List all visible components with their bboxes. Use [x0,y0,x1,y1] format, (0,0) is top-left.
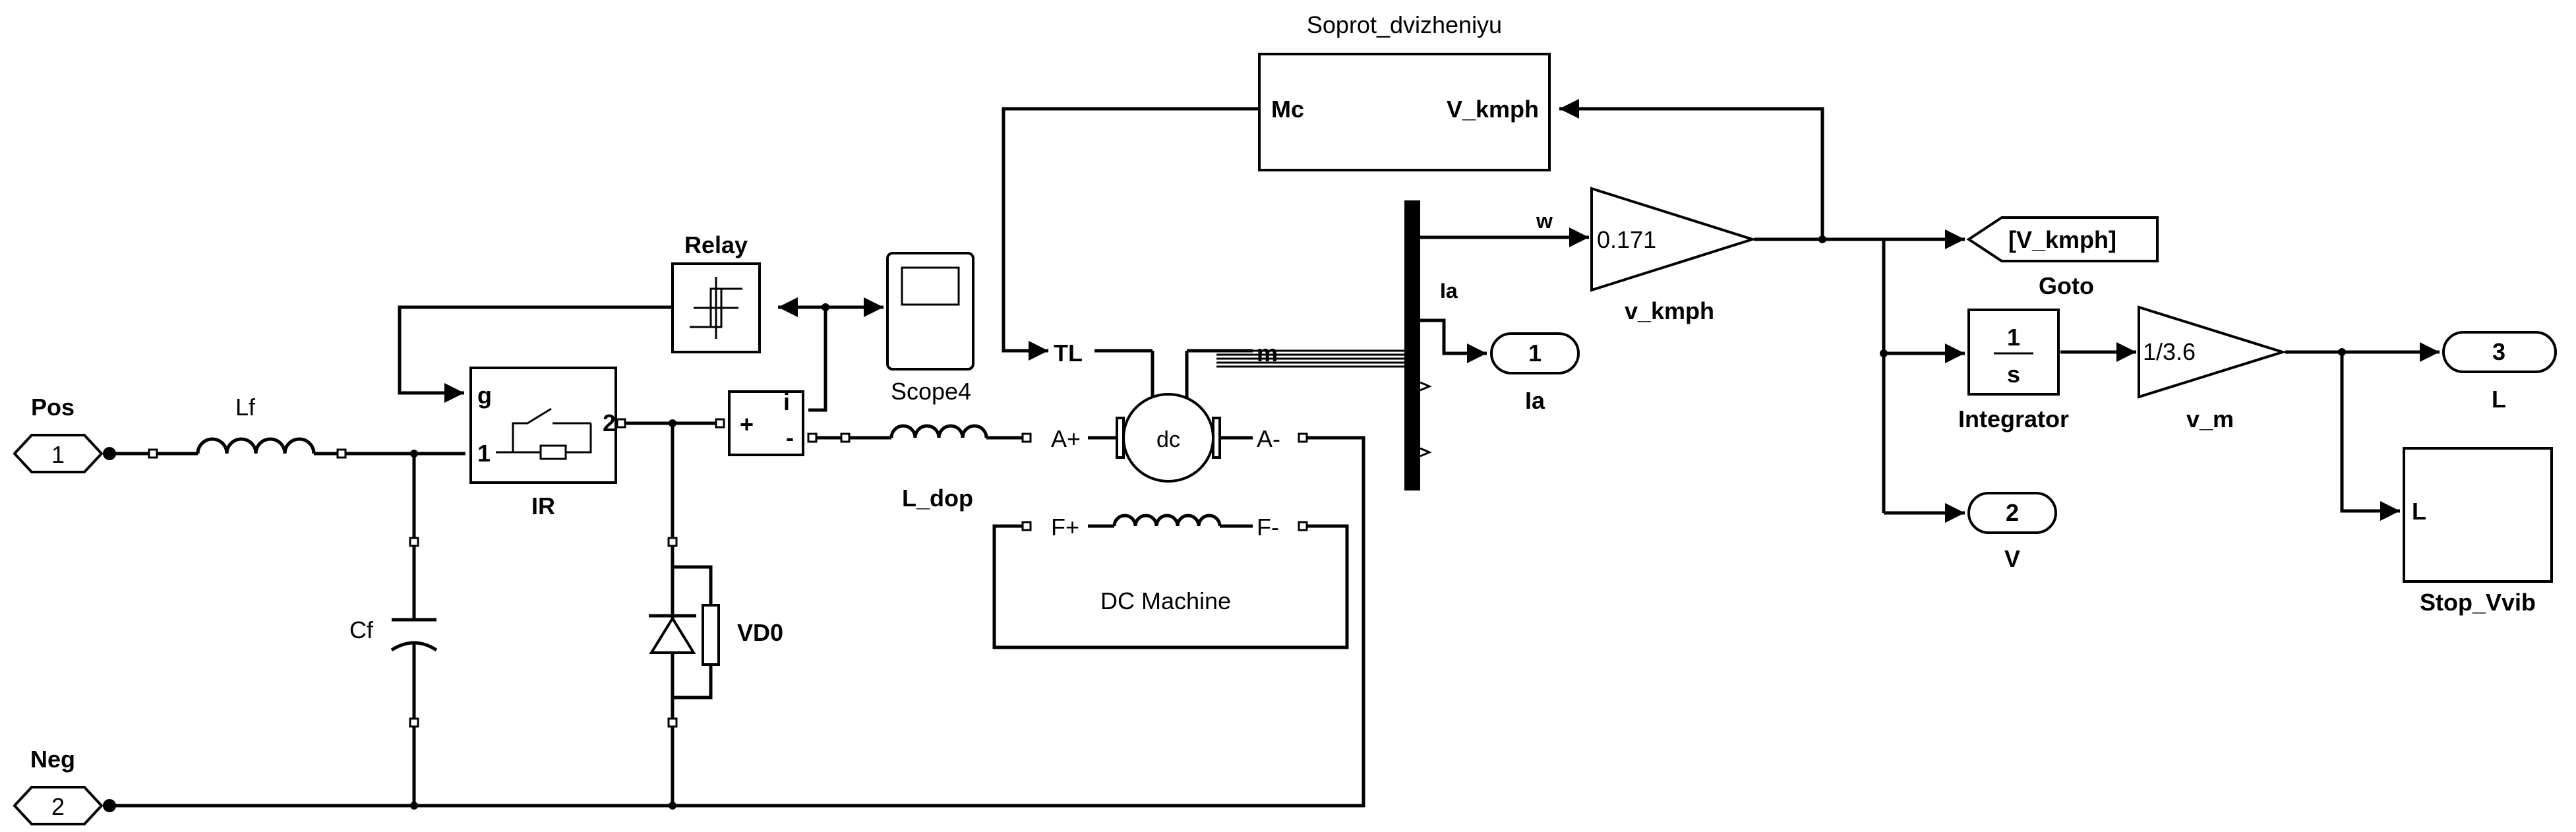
lf-inductor[interactable]: Lf [148,394,347,459]
dc-port-f-minus: F- [1257,514,1279,541]
wires [112,99,2440,808]
integrator-numerator: 1 [2007,324,2020,351]
pos-port-label: Pos [31,394,75,421]
signal-w-label: w [1536,209,1553,233]
soprot-port-vkmph: V_kmph [1447,96,1539,123]
gain-v-m-label: v_m [2186,405,2234,432]
gain-v-kmph-label: v_kmph [1625,297,1714,324]
soprot-port-mc: Mc [1271,96,1304,123]
ir-port-2: 2 [603,409,616,436]
integrator-block[interactable]: 1 s Integrator [1958,309,2069,432]
current-measurement-block[interactable]: + i - [715,388,818,456]
ir-label: IR [531,492,555,520]
outport-v[interactable]: 2 V [1967,492,2057,572]
pos-connection-port[interactable]: 1 Pos [13,394,116,473]
ir-port-g: g [477,382,492,409]
ir-port-1: 1 [477,440,491,467]
outport-ia[interactable]: 1 Ia [1490,332,1580,414]
outport-l-label: L [2492,386,2506,413]
neg-port-label: Neg [30,746,75,773]
relay-block[interactable]: Relay [671,231,761,353]
stop-vvib-port-l: L [2412,498,2426,525]
outport-v-label: V [2004,545,2020,572]
outport-ia-number: 1 [1528,340,1542,367]
outport-v-number: 2 [2006,499,2019,526]
stop-vvib-subsystem[interactable]: L Stop_Vvib [2403,447,2553,616]
soprot-label: Soprot_dvizheniyu [1307,11,1502,38]
cf-label: Cf [349,616,374,643]
signal-ia-label: Ia [1440,279,1458,303]
ammeter-plus: + [740,411,754,438]
l-dop-inductor[interactable]: L_dop [840,424,1022,512]
integrator-label: Integrator [1958,405,2069,432]
dc-port-tl: TL [1054,340,1083,367]
cf-capacitor[interactable]: Cf [349,537,438,728]
goto-tag: [V_kmph] [2008,226,2116,253]
dc-port-m: m [1257,340,1278,367]
vd0-label: VD0 [737,619,783,646]
integrator-denominator: s [2007,361,2020,388]
outport-l-number: 3 [2492,338,2505,365]
dc-machine-block[interactable]: TL m A+ dc A- F+ F- DC Machine [1021,340,1308,614]
outport-ia-label: Ia [1525,387,1545,414]
goto-label: Goto [2039,272,2094,299]
scope4-block[interactable]: Scope4 [886,252,974,405]
gain-v-kmph-block[interactable]: 0.171 v_kmph [1590,187,1757,324]
dc-center-label: dc [1156,427,1180,452]
pos-port-number: 1 [51,441,65,468]
dc-port-a-minus: A- [1257,425,1280,452]
relay-label: Relay [684,231,748,258]
neg-port-number: 2 [51,793,65,820]
stop-vvib-label: Stop_Vvib [2420,589,2536,616]
dc-machine-label: DC Machine [1100,587,1231,614]
demux-block[interactable]: w Ia [1404,200,1553,490]
dc-port-a-plus: A+ [1051,425,1081,452]
lf-label: Lf [235,394,256,421]
gain-v-m-value: 1/3.6 [2143,338,2196,365]
soprot-dvizheniyu-subsystem[interactable]: Mc V_kmph Soprot_dvizheniyu [1258,11,1551,171]
dc-port-f-plus: F+ [1051,514,1079,541]
gain-v-m-block[interactable]: 1/3.6 v_m [2138,305,2287,432]
outport-l[interactable]: 3 L [2442,331,2557,413]
ir-switch-block[interactable]: g 1 2 IR [469,367,626,520]
scope4-label: Scope4 [891,378,971,405]
vd0-diode-block[interactable]: VD0 [649,537,783,728]
l-dop-label: L_dop [902,485,973,512]
ammeter-minus: - [786,424,794,451]
goto-block[interactable]: [V_kmph] Goto [1966,216,2159,299]
neg-connection-port[interactable]: 2 Neg [13,746,116,825]
ammeter-i: i [783,388,790,415]
gain-v-kmph-value: 0.171 [1597,226,1656,253]
junctions [410,235,2346,810]
